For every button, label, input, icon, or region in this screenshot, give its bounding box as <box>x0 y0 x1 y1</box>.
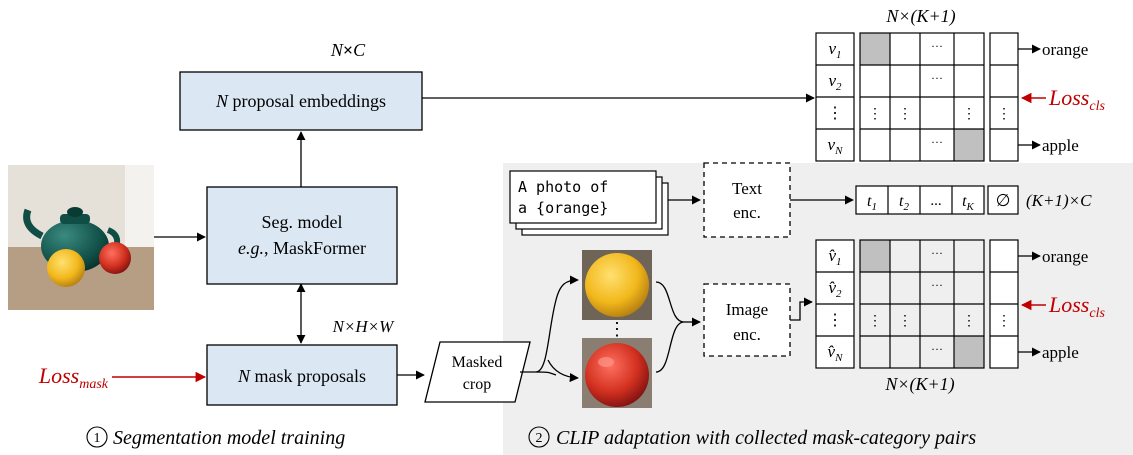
svg-text:1: 1 <box>94 431 101 446</box>
svg-text:⋮: ⋮ <box>997 314 1011 329</box>
mask-proposals-dims: N×H×W <box>332 317 396 336</box>
top-loss-cls: Losscls <box>1048 85 1105 114</box>
seg-model-example: e.g., MaskFormer <box>238 238 366 258</box>
masked-crop-label-2: crop <box>463 376 491 393</box>
svg-text:⋮: ⋮ <box>962 107 976 122</box>
crops-to-encoder-brace <box>655 281 685 373</box>
svg-text:2: 2 <box>536 431 543 446</box>
bottom-loss-cls: Losscls <box>1048 292 1105 321</box>
mask-proposals-n: N <box>237 366 251 386</box>
loss-mask-label: Lossmask <box>38 363 109 392</box>
svg-text:⋮: ⋮ <box>997 107 1011 122</box>
masked-crop-label-1: Masked <box>452 354 503 371</box>
bottom-label-apple: apple <box>1042 343 1079 362</box>
svg-text:···: ··· <box>931 71 943 85</box>
orange-crop <box>582 250 652 320</box>
image-encoder-box <box>703 283 791 357</box>
top-label-orange: orange <box>1042 40 1088 59</box>
svg-text:···: ··· <box>931 135 943 149</box>
svg-text:⋮: ⋮ <box>898 107 912 122</box>
bottom-similarity-matrix: ··· ··· ··· ⋮ ⋮ ⋮ <box>859 239 985 369</box>
bottom-row-vn: v̂N <box>828 342 844 364</box>
text-embedding-t2: t2 <box>899 193 909 213</box>
text-embedding-t1: t1 <box>867 193 877 213</box>
text-encoder-box <box>703 162 791 238</box>
svg-text:···: ··· <box>931 39 943 53</box>
seg-model-box <box>206 186 398 285</box>
svg-text:···: ··· <box>931 278 943 292</box>
bottom-matrix-dims: N×(K+1) <box>884 374 954 395</box>
section-2-caption: 2 CLIP adaptation with collected mask-ca… <box>528 426 976 449</box>
svg-text:Segmentation model training: Segmentation model training <box>113 427 345 449</box>
input-image <box>8 165 154 310</box>
crop-brace <box>520 275 579 373</box>
proposal-embeddings-n: N <box>215 91 229 111</box>
text-encoder-label-2: enc. <box>733 203 761 222</box>
masked-crop-shape <box>424 341 531 403</box>
bottom-row-v1: v̂1 <box>828 246 841 268</box>
top-row-v2: v2 <box>828 71 842 93</box>
bottom-matrix-row-labels: v̂1 v̂2 ⋮ v̂N <box>815 239 855 369</box>
text-embeddings-dims: (K+1)×C <box>1026 191 1092 210</box>
apple-crop <box>582 338 652 408</box>
top-label-apple: apple <box>1042 136 1079 155</box>
empty-embedding-cell <box>987 185 1019 215</box>
seg-model-label: Seg. model <box>262 212 343 232</box>
svg-text:···: ··· <box>931 246 943 260</box>
text-embedding-ellipsis: ... <box>930 193 941 209</box>
bottom-row-vdots: ⋮ <box>827 312 843 329</box>
section-1-caption: 1 Segmentation model training <box>86 426 345 449</box>
top-row-vdots: ⋮ <box>827 105 843 122</box>
image-encoder-label-1: Image <box>726 300 768 319</box>
svg-text:···: ··· <box>931 342 943 356</box>
empty-embedding-symbol: ∅ <box>996 191 1011 211</box>
proposal-embeddings-dims: N×C <box>330 40 366 60</box>
svg-text:⋮: ⋮ <box>962 314 976 329</box>
arrow-image-encoder-to-bottom-matrix <box>790 297 813 321</box>
proposal-embeddings-box <box>179 71 423 131</box>
text-embedding-tk: tK <box>962 193 974 213</box>
bottom-label-orange: orange <box>1042 247 1088 266</box>
mask-proposals-label: mask proposals <box>250 366 366 386</box>
proposal-embeddings-label: proposal embeddings <box>228 91 386 111</box>
text-prompt-line-1: A photo of <box>518 178 608 196</box>
svg-text:N proposal embeddings: N proposal embeddings <box>215 91 386 111</box>
text-prompt-card <box>509 170 657 224</box>
top-matrix-dims: N×(K+1) <box>885 6 955 27</box>
image-encoder-label-2: enc. <box>733 325 761 344</box>
top-prediction-column: ⋮ <box>989 32 1019 162</box>
svg-text:⋮: ⋮ <box>868 107 882 122</box>
text-prompt-line-2: a {orange} <box>518 199 608 217</box>
crops-vdots: ⋮ <box>608 319 626 339</box>
top-row-v1: v1 <box>828 39 841 61</box>
top-row-vn: vN <box>828 135 844 157</box>
svg-text:⋮: ⋮ <box>868 314 882 329</box>
bottom-prediction-column: ⋮ <box>989 239 1019 369</box>
bottom-row-v2: v̂2 <box>828 278 842 300</box>
top-matrix-row-labels: v1 v2 ⋮ vN <box>815 32 855 162</box>
svg-text:⋮: ⋮ <box>898 314 912 329</box>
svg-text:CLIP adaptation with collected: CLIP adaptation with collected mask-cate… <box>556 427 976 449</box>
text-embeddings-row: t1 t2 ... tK <box>855 185 985 215</box>
top-similarity-matrix: ··· ··· ··· ⋮ ⋮ ⋮ <box>859 32 985 162</box>
text-encoder-label-1: Text <box>732 179 762 198</box>
svg-text:N mask proposals: N mask proposals <box>237 366 366 386</box>
